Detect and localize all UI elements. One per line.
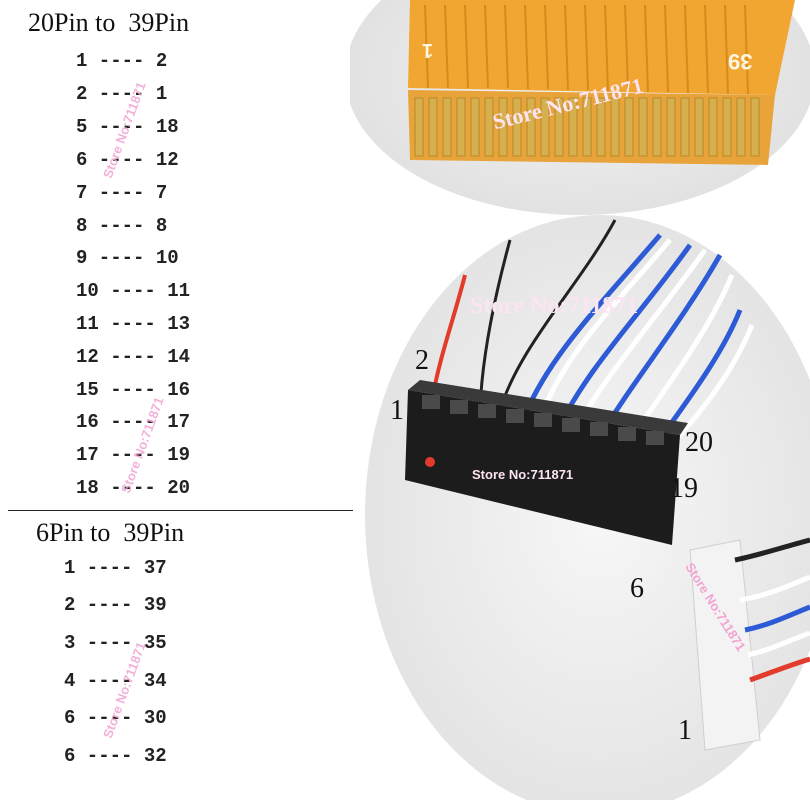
mapping-row: 6 ---- 30: [64, 707, 167, 729]
mapping-row: 8 ---- 8: [76, 215, 168, 237]
connector-photo: 2 1 20 19 6 1 Store No:711871 Store No:7…: [360, 215, 810, 805]
fpc-pin-last-label: 39: [728, 49, 753, 74]
connector20-pin19-label: 19: [670, 473, 698, 504]
connector-illustration: [365, 215, 810, 805]
connector6-pin1-label: 1: [678, 715, 692, 746]
section2-title: 6Pin to 39Pin: [36, 518, 185, 547]
mapping-row: 3 ---- 35: [64, 632, 167, 654]
section-divider: [8, 510, 353, 511]
connector20-pin20-label: 20: [685, 427, 713, 458]
section1-title: 20Pin to 39Pin: [28, 8, 190, 37]
connector20-pin2-label: 2: [415, 345, 429, 376]
fpc-pin-first-label: 1: [422, 39, 434, 61]
mapping-row: 1 ---- 2: [76, 50, 168, 72]
watermark-text: Store No:711871: [472, 467, 574, 482]
fpc-photo: 1 39 Store No:711871: [345, 0, 810, 215]
mapping-row: 15 ---- 16: [76, 379, 191, 401]
mapping-row: 5 ---- 18: [76, 116, 179, 138]
mapping-row: 6 ---- 12: [76, 149, 179, 171]
mapping-row: 4 ---- 34: [64, 670, 167, 692]
pin-mapping-panel: 20Pin to 39Pin 1 ---- 2 2 ---- 1 5 ---- …: [0, 0, 360, 800]
mapping-row: 16 ---- 17: [76, 411, 191, 433]
connector6-pin6-label: 6: [630, 573, 644, 604]
mapping-row: 12 ---- 14: [76, 346, 191, 368]
mapping-row: 1 ---- 37: [64, 557, 167, 579]
mapping-row: 7 ---- 7: [76, 182, 168, 204]
mapping-row: 2 ---- 39: [64, 594, 167, 616]
mapping-row: 2 ---- 1: [76, 83, 168, 105]
fpc-illustration: [345, 0, 810, 215]
mapping-row: 6 ---- 32: [64, 745, 167, 767]
mapping-row: 9 ---- 10: [76, 247, 179, 269]
mapping-row: 17 ---- 19: [76, 444, 191, 466]
watermark-text: Store No:711871: [470, 293, 639, 319]
mapping-row: 18 ---- 20: [76, 477, 191, 499]
mapping-row: 10 ---- 11: [76, 280, 191, 302]
connector20-pin1-label: 1: [390, 395, 404, 426]
mapping-row: 11 ---- 13: [76, 313, 191, 335]
